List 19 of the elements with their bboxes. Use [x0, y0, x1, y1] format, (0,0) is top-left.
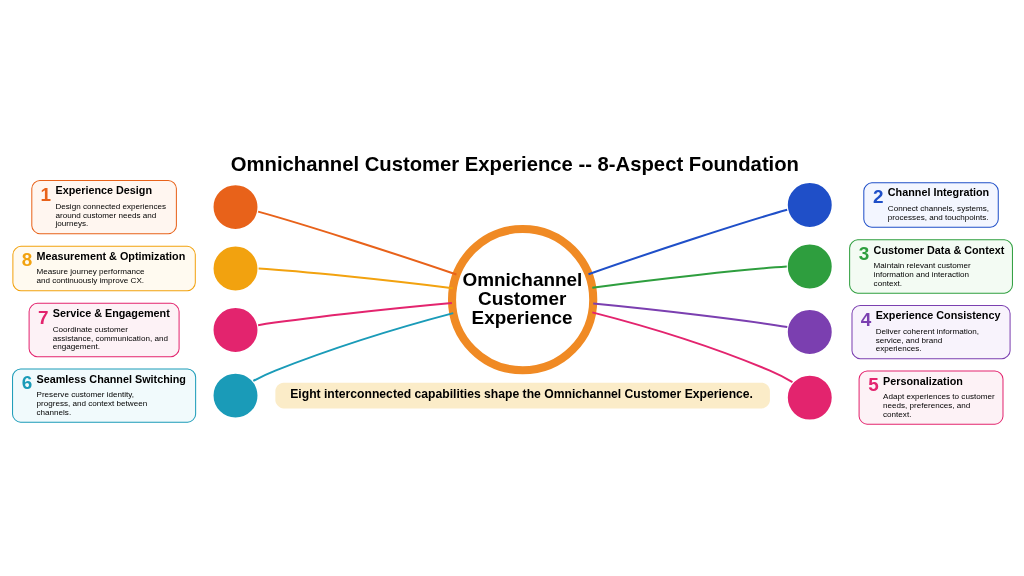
caption: Eight interconnected capabilities shape the Omnichannel Customer Experience.	[289, 386, 753, 401]
node-circle	[211, 182, 259, 231]
connector	[257, 301, 452, 326]
connector	[591, 265, 787, 289]
node-circle	[211, 371, 259, 420]
connector	[592, 302, 787, 328]
diagram-title: Omnichannel Customer Experience -- 8-Aspect Foundation	[230, 152, 799, 175]
node-circle	[211, 305, 259, 354]
node-circle	[211, 244, 259, 293]
connector	[258, 266, 453, 289]
node-circle	[785, 180, 834, 229]
node-circle	[785, 242, 834, 291]
connector	[591, 310, 793, 383]
node-circle: Omnichannel Customer Experience	[447, 224, 597, 374]
connector	[257, 210, 457, 275]
node-circle	[785, 307, 834, 356]
connector	[587, 208, 787, 275]
node-circle	[785, 373, 834, 422]
connector	[252, 311, 453, 382]
